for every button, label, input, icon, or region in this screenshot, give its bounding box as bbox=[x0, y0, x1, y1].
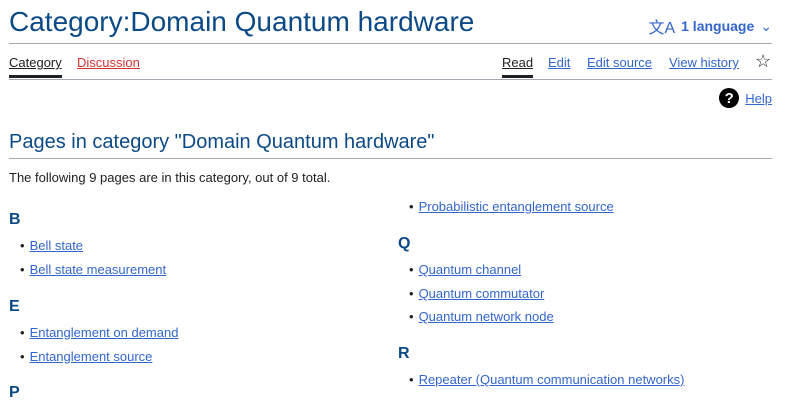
page-title: Category:Domain Quantum hardware bbox=[9, 6, 475, 37]
tabs-divider bbox=[9, 79, 772, 80]
group-letter: P bbox=[9, 384, 20, 401]
group-letter: Q bbox=[398, 235, 411, 252]
page-link[interactable]: Probabilistic entanglement source bbox=[418, 199, 614, 214]
tab-category[interactable]: Category bbox=[9, 55, 62, 78]
group-letter: E bbox=[9, 298, 20, 315]
section-heading: Pages in category "Domain Quantum hardwa… bbox=[9, 131, 435, 153]
intro-text: The following 9 pages are in this catego… bbox=[9, 170, 331, 185]
help-label[interactable]: Help bbox=[745, 90, 772, 106]
language-label: 1 language bbox=[681, 18, 755, 34]
page-link[interactable]: Entanglement on demand bbox=[29, 325, 179, 340]
tab-edit[interactable]: Edit bbox=[548, 55, 571, 70]
page-link[interactable]: Entanglement source bbox=[29, 349, 153, 364]
star-watch-icon[interactable]: ☆ bbox=[755, 51, 772, 71]
help-link[interactable]: ? Help bbox=[719, 88, 772, 108]
title-divider bbox=[9, 43, 772, 44]
section-divider bbox=[9, 158, 772, 159]
tab-discussion[interactable]: Discussion bbox=[77, 55, 140, 70]
help-icon: ? bbox=[719, 88, 740, 108]
group-letter: R bbox=[398, 345, 410, 362]
tab-view-history[interactable]: View history bbox=[669, 55, 739, 70]
page-link[interactable]: Bell state measurement bbox=[29, 262, 167, 277]
page-link[interactable]: Quantum commutator bbox=[418, 286, 545, 301]
group-letter: B bbox=[9, 211, 21, 228]
page-link[interactable]: Bell state bbox=[29, 238, 84, 253]
translate-icon: 文A bbox=[648, 20, 676, 37]
chevron-down-icon: ⌄ bbox=[760, 17, 772, 34]
page-link[interactable]: Quantum network node bbox=[418, 309, 554, 324]
language-button[interactable]: 文A 1 language ⌄ bbox=[648, 14, 772, 38]
tab-edit-source[interactable]: Edit source bbox=[587, 55, 653, 70]
tab-read[interactable]: Read bbox=[502, 55, 534, 78]
page-link[interactable]: Repeater (Quantum communication networks… bbox=[418, 372, 685, 387]
page-link[interactable]: Quantum channel bbox=[418, 262, 522, 277]
